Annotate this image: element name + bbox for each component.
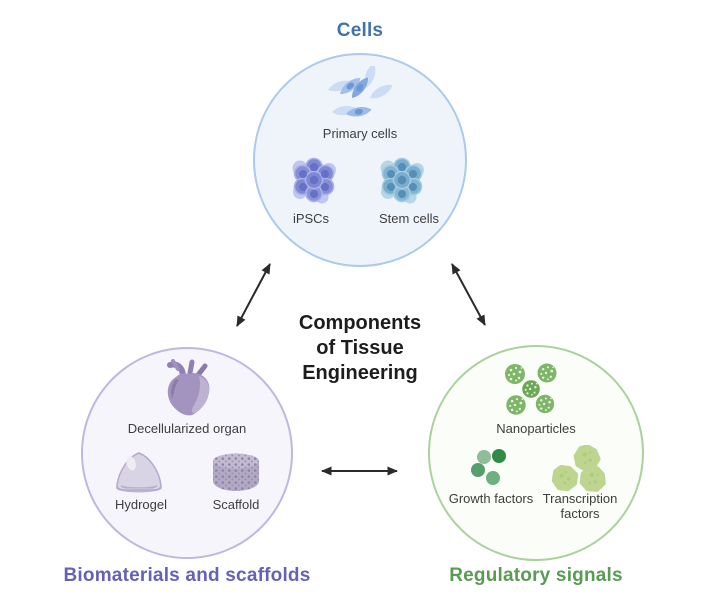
nanoparticles-label: Nanoparticles (496, 421, 576, 436)
transcription-factors-icon (550, 445, 610, 495)
scaffold-icon (213, 453, 259, 491)
primary-cells-label: Primary cells (322, 126, 398, 141)
regulatory-circle: Nanoparticles Growth factors T (428, 345, 644, 561)
hydrogel-icon (116, 452, 162, 493)
scaffold-label: Scaffold (212, 497, 260, 512)
diagram-title-line1: Components (298, 312, 422, 334)
cells-circle: Primary cells iPSCs (253, 53, 467, 267)
diagram-title: Components of Tissue Engineering (258, 311, 462, 386)
decellularized-organ-icon (167, 359, 210, 416)
growth-factors-icon (471, 449, 506, 485)
growth-factors-label: Growth factors (448, 491, 534, 506)
transcription-factors-label: Transcription factors (542, 491, 618, 521)
diagram-title-line2: of Tissue (316, 337, 404, 359)
biomaterials-group-heading: Biomaterials and scaffolds (63, 565, 311, 586)
ipscs-icon (292, 157, 336, 204)
diagram-title-line3: Engineering (302, 362, 418, 384)
decellularized-organ-label: Decellularized organ (127, 421, 247, 436)
stem-cells-icon (380, 157, 424, 204)
hydrogel-label: Hydrogel (114, 497, 168, 512)
cells-group-heading: Cells (336, 20, 384, 41)
primary-cells-icon (326, 66, 395, 119)
stem-cells-label: Stem cells (379, 211, 439, 226)
regulatory-group-heading: Regulatory signals (449, 565, 623, 586)
nanoparticles-icon (505, 363, 557, 415)
biomaterials-circle: Decellularized organ Hydrogel Scaffold (81, 347, 293, 559)
ipscs-label: iPSCs (292, 211, 330, 226)
